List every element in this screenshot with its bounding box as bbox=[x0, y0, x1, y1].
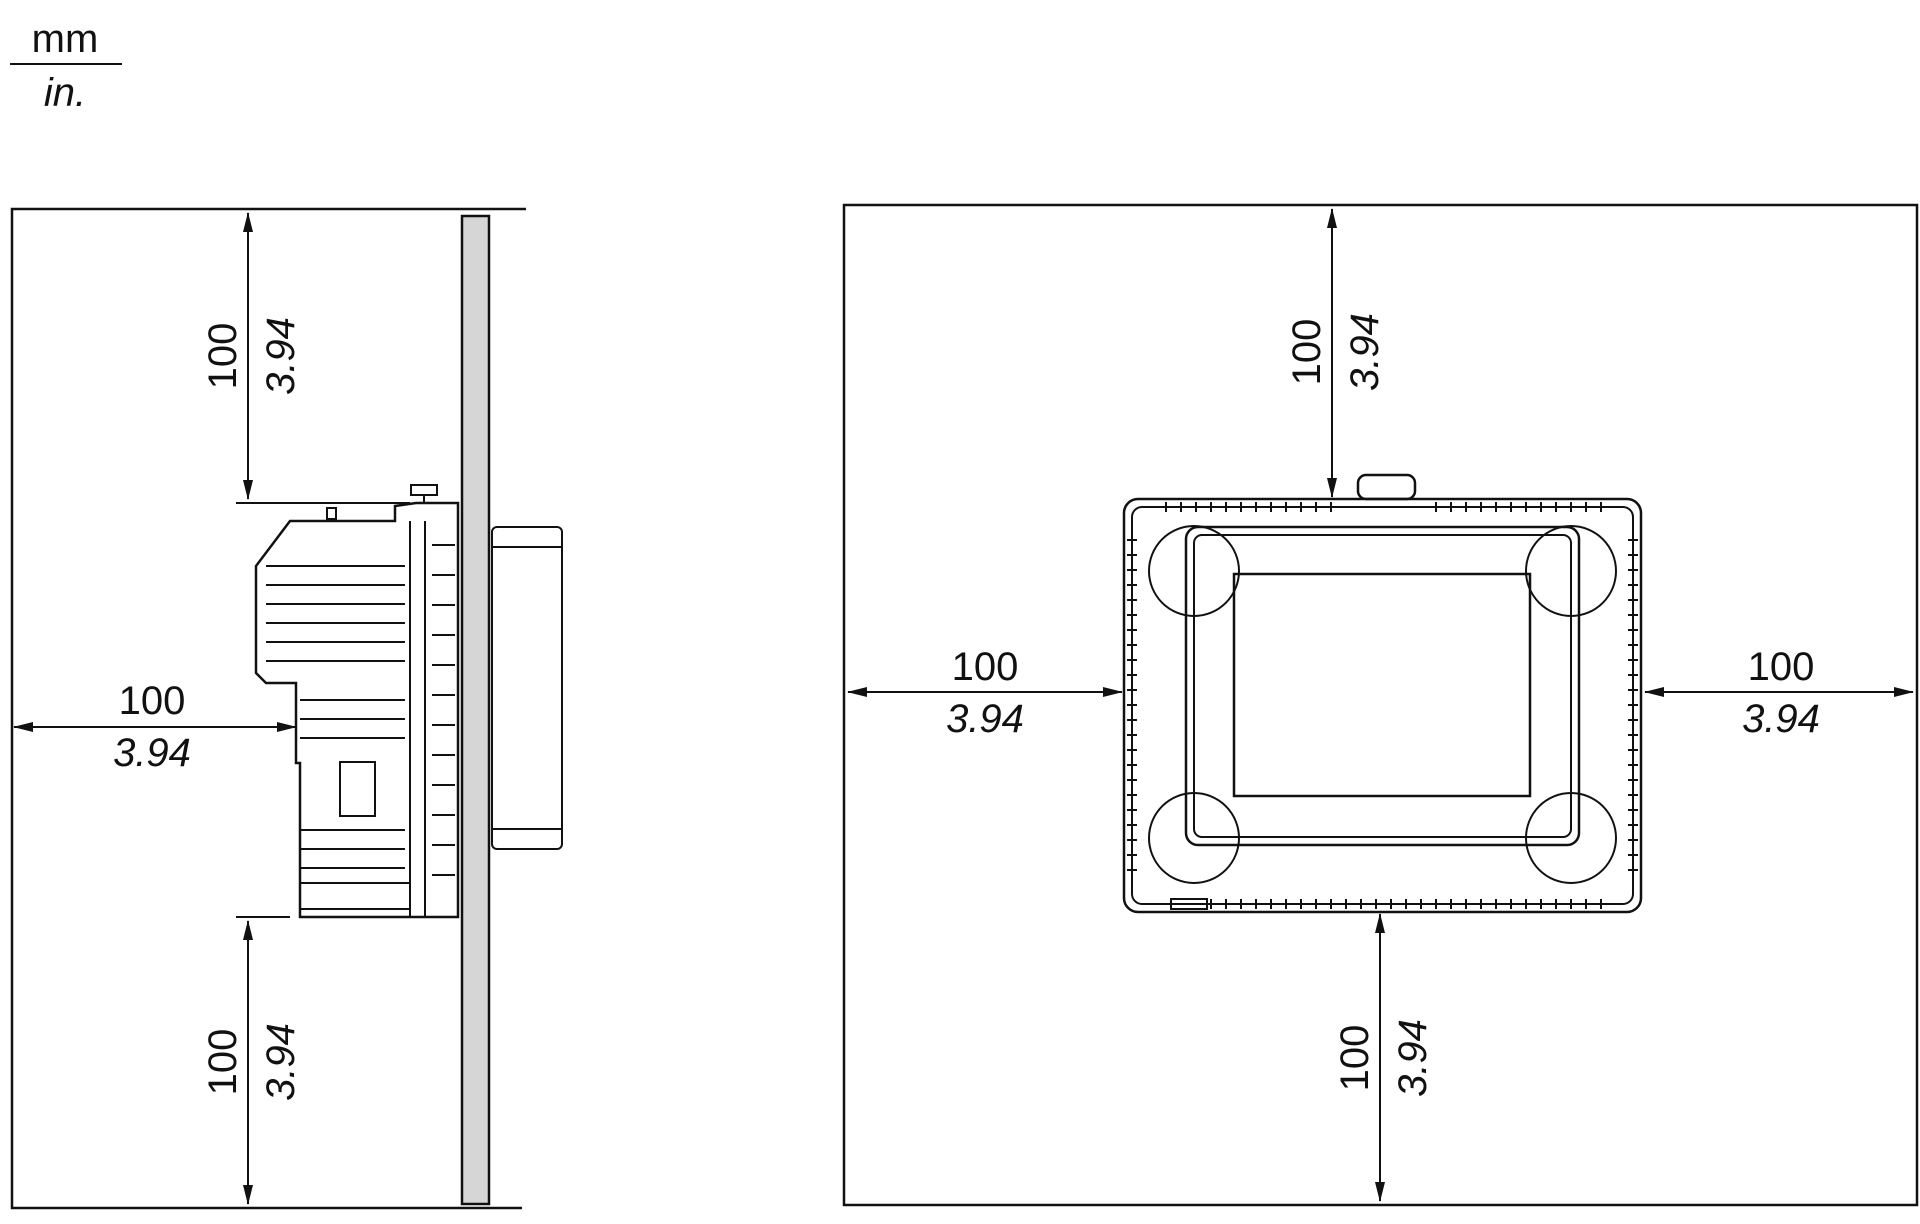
side-bottom-in: 3.94 bbox=[259, 1023, 303, 1101]
front-top-in: 3.94 bbox=[1343, 313, 1387, 391]
perimeter-ventilation bbox=[1127, 502, 1638, 910]
front-bottom-mm: 100 bbox=[1333, 1025, 1377, 1092]
front-right-in: 3.94 bbox=[1742, 697, 1820, 741]
side-left-mm: 100 bbox=[119, 679, 186, 723]
unit-mm-label: mm bbox=[32, 17, 99, 61]
side-top-mm: 100 bbox=[201, 323, 245, 390]
front-top-mm: 100 bbox=[1285, 319, 1329, 386]
front-left-in: 3.94 bbox=[946, 697, 1024, 741]
front-bezel-inner bbox=[1193, 534, 1572, 838]
side-bottom-mm: 100 bbox=[201, 1029, 245, 1096]
side-top-in: 3.94 bbox=[259, 317, 303, 395]
front-view: 100 3.94 100 3.94 100 3.94 100 3.94 bbox=[842, 203, 1919, 1207]
side-view: 100 3.94 100 3.94 100 3.94 bbox=[10, 207, 563, 1210]
side-enclosure-outline bbox=[10, 207, 526, 1210]
front-right-mm: 100 bbox=[1748, 645, 1815, 689]
top-connector bbox=[1356, 473, 1417, 501]
mounting-panel bbox=[460, 214, 491, 1206]
device-side-profile bbox=[254, 484, 460, 919]
vent-slots bbox=[266, 544, 455, 876]
unit-legend: mm in. bbox=[10, 17, 122, 115]
front-left-mm: 100 bbox=[952, 645, 1019, 689]
front-bottom-in: 3.94 bbox=[1391, 1019, 1435, 1097]
unit-in-label: in. bbox=[44, 71, 86, 115]
side-left-in: 3.94 bbox=[113, 731, 191, 775]
front-enclosure-outline bbox=[842, 203, 1919, 1207]
device-front bbox=[1122, 473, 1643, 914]
front-bezel-outline bbox=[1184, 525, 1581, 847]
front-bezel bbox=[491, 526, 563, 850]
display-area bbox=[1232, 572, 1532, 798]
